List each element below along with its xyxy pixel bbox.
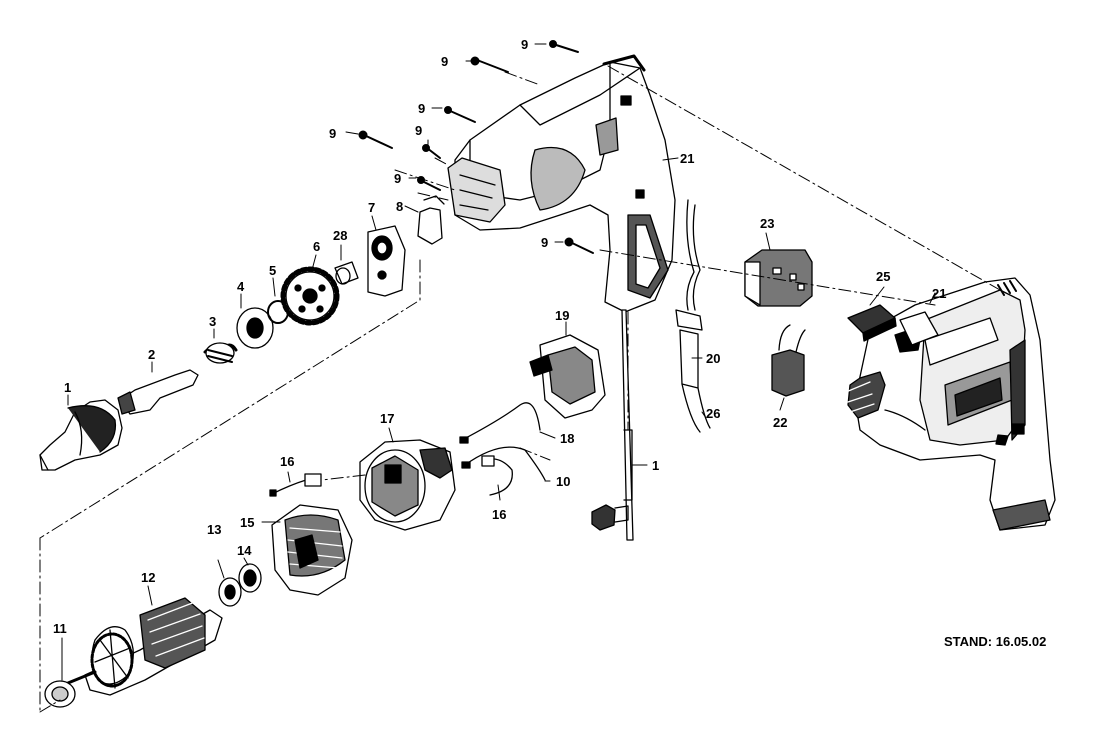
label-switch-button: 25 [876,269,890,284]
label-capacitor: 22 [773,415,787,430]
label-armature: 12 [141,570,155,585]
label-bushing: 28 [333,228,347,243]
cable [675,199,711,433]
gear-cover [367,225,406,297]
label-clip: 8 [396,199,403,214]
chuck [39,399,123,471]
label-housing-half-left: 21 [680,151,694,166]
brush-left [269,473,322,497]
label-bearing-a: 13 [207,522,221,537]
label-spindle: 2 [148,347,155,362]
label-screw-3: 9 [418,101,425,116]
label-brush-left: 16 [280,454,294,469]
label-gear-cover: 7 [368,200,375,215]
label-lead-right: 10 [556,474,570,489]
housing-half-left [447,54,676,313]
label-cable: 26 [706,406,720,421]
label-chuck: 1 [64,380,71,395]
chuck-key [591,309,634,541]
label-lead-top: 18 [560,431,574,446]
leader-lines [61,43,936,681]
label-screw-5: 9 [329,126,336,141]
brush-leads [459,402,546,496]
alignment-lines [39,65,1001,713]
bearing-14 [238,563,262,593]
label-spring: 3 [209,314,216,329]
label-screw-2: 9 [441,54,448,69]
fan-cap [44,680,76,708]
stand-date: STAND: 16.05.02 [944,634,1047,649]
spring [203,342,238,364]
label-field: 15 [240,515,254,530]
screws [358,40,594,254]
label-bearing: 4 [237,279,245,294]
motor-housing [359,439,456,531]
label-screw-4: 9 [415,123,422,138]
label-motor-housing: 17 [380,411,394,426]
label-circlip: 5 [269,263,276,278]
spindle [117,369,199,415]
label-bearing-b: 14 [237,543,252,558]
part-labels: 1 2 3 4 5 6 28 7 8 9 9 9 9 9 9 9 21 23 2… [53,37,946,636]
label-fan-cap: 11 [53,621,67,636]
label-gear: 6 [313,239,320,254]
gear [280,266,340,326]
bearing-13 [218,577,242,607]
bushing [334,261,359,285]
label-brush-right: 16 [492,507,506,522]
clip [417,195,445,245]
brush-holder [529,334,606,419]
label-chuck-key: 1 [652,458,659,473]
capacitor [771,324,806,397]
label-housing-half-right: 21 [932,286,946,301]
label-screw-7: 9 [541,235,548,250]
switch-button [847,304,897,342]
field-coil [271,504,353,596]
label-cable-sleeve: 20 [706,351,720,366]
bearing-4 [236,307,274,349]
assembled-drill [845,277,1056,531]
label-brush-holder: 19 [555,308,569,323]
label-screw-6: 9 [394,171,401,186]
label-screw-1: 9 [521,37,528,52]
switch [744,249,813,307]
armature [66,597,223,696]
label-switch: 23 [760,216,774,231]
